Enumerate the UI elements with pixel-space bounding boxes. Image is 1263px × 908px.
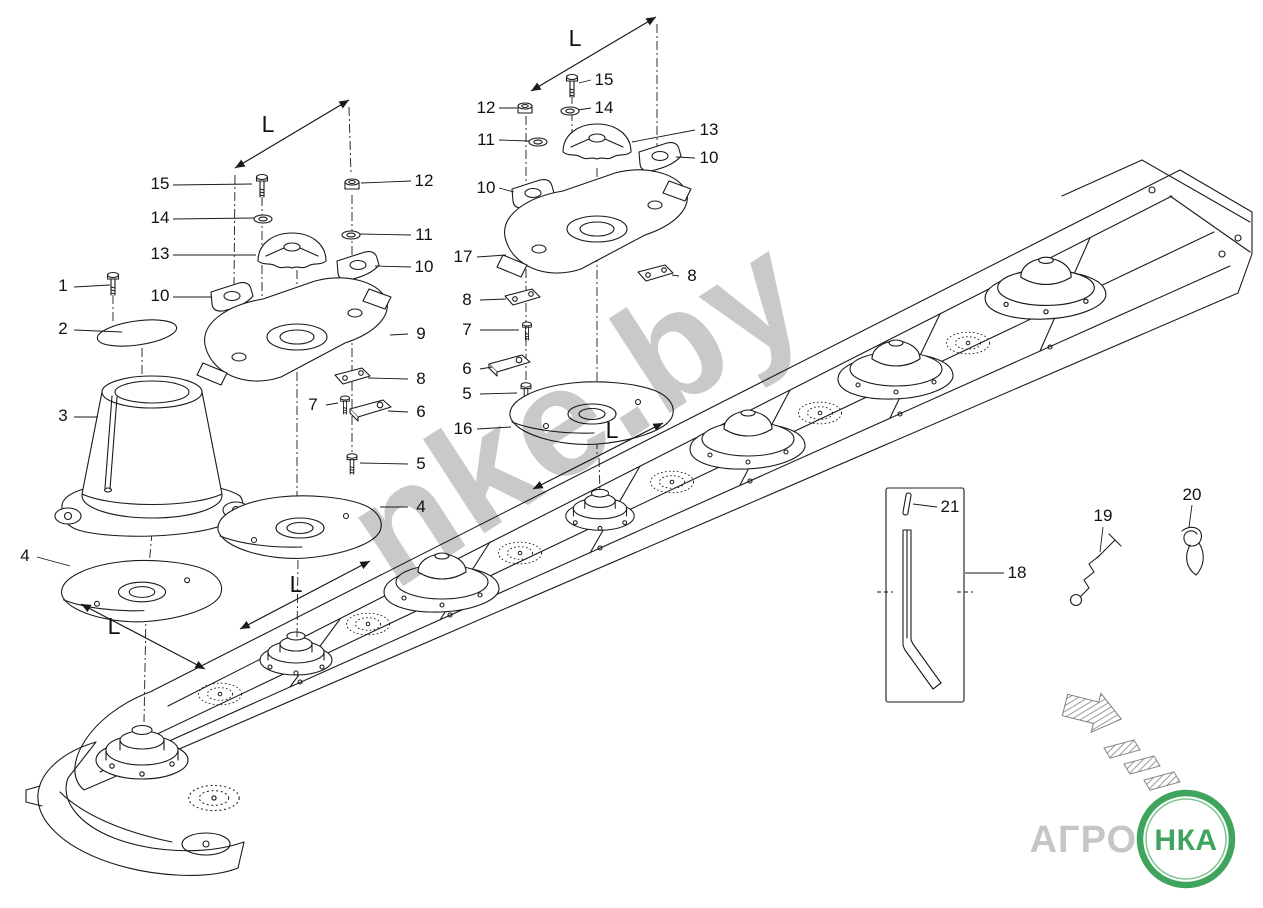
knife-6 (349, 399, 392, 422)
callout-3: 3 (58, 406, 67, 425)
brand-logo: АГРО НКА (1030, 789, 1236, 889)
logo-inner-ring (1145, 798, 1227, 880)
gasket-2 (96, 319, 178, 347)
callout-6: 6 (462, 359, 471, 378)
callout-labels: 1 2 3 4 15 14 13 10 12 11 10 9 8 7 6 5 4… (20, 70, 1201, 582)
assembly-left (54, 271, 250, 623)
callout-14: 14 (595, 98, 614, 117)
callout-10: 10 (151, 286, 170, 305)
blade-holder-10 (336, 251, 380, 281)
cutter-bar (25, 159, 1253, 876)
callout-8: 8 (416, 369, 425, 388)
linch-pin-19 (1069, 533, 1122, 607)
callout-20: 20 (1183, 485, 1202, 504)
tool-box-18 (877, 487, 973, 703)
bar-end-plate (1061, 159, 1251, 253)
decal-sticker (1123, 755, 1161, 775)
callout-4: 4 (20, 546, 29, 565)
callout-10: 10 (477, 178, 496, 197)
callout-10: 10 (700, 148, 719, 167)
callout-1: 1 (58, 276, 67, 295)
leader-lines (36, 79, 1193, 574)
nut-12 (344, 178, 360, 190)
nut-12 (517, 102, 533, 114)
washer-11 (528, 137, 548, 147)
spline-ring (188, 784, 240, 812)
disc-unit (984, 256, 1107, 320)
callout-5: 5 (462, 384, 471, 403)
washer-11 (341, 230, 361, 240)
cap-13 (257, 232, 327, 269)
logo-circle (1136, 789, 1236, 889)
decal-sticker (1143, 771, 1181, 791)
decal-sticker (1103, 739, 1141, 759)
cap-13 (562, 123, 632, 160)
disc-unit (837, 339, 954, 400)
spline-ring (945, 331, 991, 355)
callout-7: 7 (308, 395, 317, 414)
callout-4: 4 (416, 497, 425, 516)
logo-text-nka: НКА (1154, 824, 1217, 857)
callout-15: 15 (151, 174, 170, 193)
callout-14: 14 (151, 208, 170, 227)
callout-19: 19 (1094, 506, 1113, 525)
pulley-hub (95, 724, 189, 780)
callout-8: 8 (687, 266, 696, 285)
cutter-bar-outline (74, 169, 1253, 791)
support-cone-3 (54, 375, 250, 537)
spline-ring (797, 401, 843, 425)
dim-label-L: L (569, 25, 582, 51)
callout-10: 10 (415, 257, 434, 276)
bolt-7 (340, 395, 350, 415)
blade-holder-10 (638, 142, 682, 172)
dim-label-L: L (262, 111, 275, 137)
callout-13: 13 (151, 244, 170, 263)
adjusting-bar-tool (902, 529, 942, 690)
callout-21: 21 (941, 497, 960, 516)
washer-14 (560, 106, 580, 116)
callout-12: 12 (477, 98, 496, 117)
callout-15: 15 (595, 70, 614, 89)
pin-21 (902, 492, 912, 516)
callout-13: 13 (700, 120, 719, 139)
callout-11: 11 (415, 225, 433, 244)
skid-disc-4 (61, 559, 223, 623)
r-clip-20 (1181, 526, 1204, 576)
dim-label-L: L (606, 417, 619, 443)
dim-label-L: L (108, 613, 121, 639)
plate-8 (504, 288, 541, 306)
callout-16: 16 (454, 419, 473, 438)
callout-8: 8 (462, 290, 471, 309)
bearing-hub (259, 631, 333, 676)
callout-6: 6 (416, 402, 425, 421)
dimension-labels: L L L L L (108, 25, 619, 639)
callout-17: 17 (454, 247, 473, 266)
spline-ring (197, 682, 243, 706)
plate-8 (334, 367, 371, 385)
callout-11: 11 (477, 130, 495, 149)
bar-left-foot (25, 741, 245, 876)
callout-18: 18 (1008, 563, 1027, 582)
dim-label-L: L (290, 571, 303, 597)
bolt-15 (255, 173, 269, 198)
washer-14 (253, 214, 273, 224)
decal-arrow (1061, 692, 1181, 791)
bolt-1 (106, 271, 120, 296)
bolt-15 (565, 73, 579, 98)
callout-9: 9 (416, 324, 425, 343)
logo-text-agro: АГРО (1030, 819, 1137, 861)
callout-5: 5 (416, 454, 425, 473)
callout-2: 2 (58, 319, 67, 338)
callout-12: 12 (415, 171, 434, 190)
spline-ring (345, 612, 391, 636)
callout-7: 7 (462, 320, 471, 339)
dimension-arrows (80, 16, 664, 670)
